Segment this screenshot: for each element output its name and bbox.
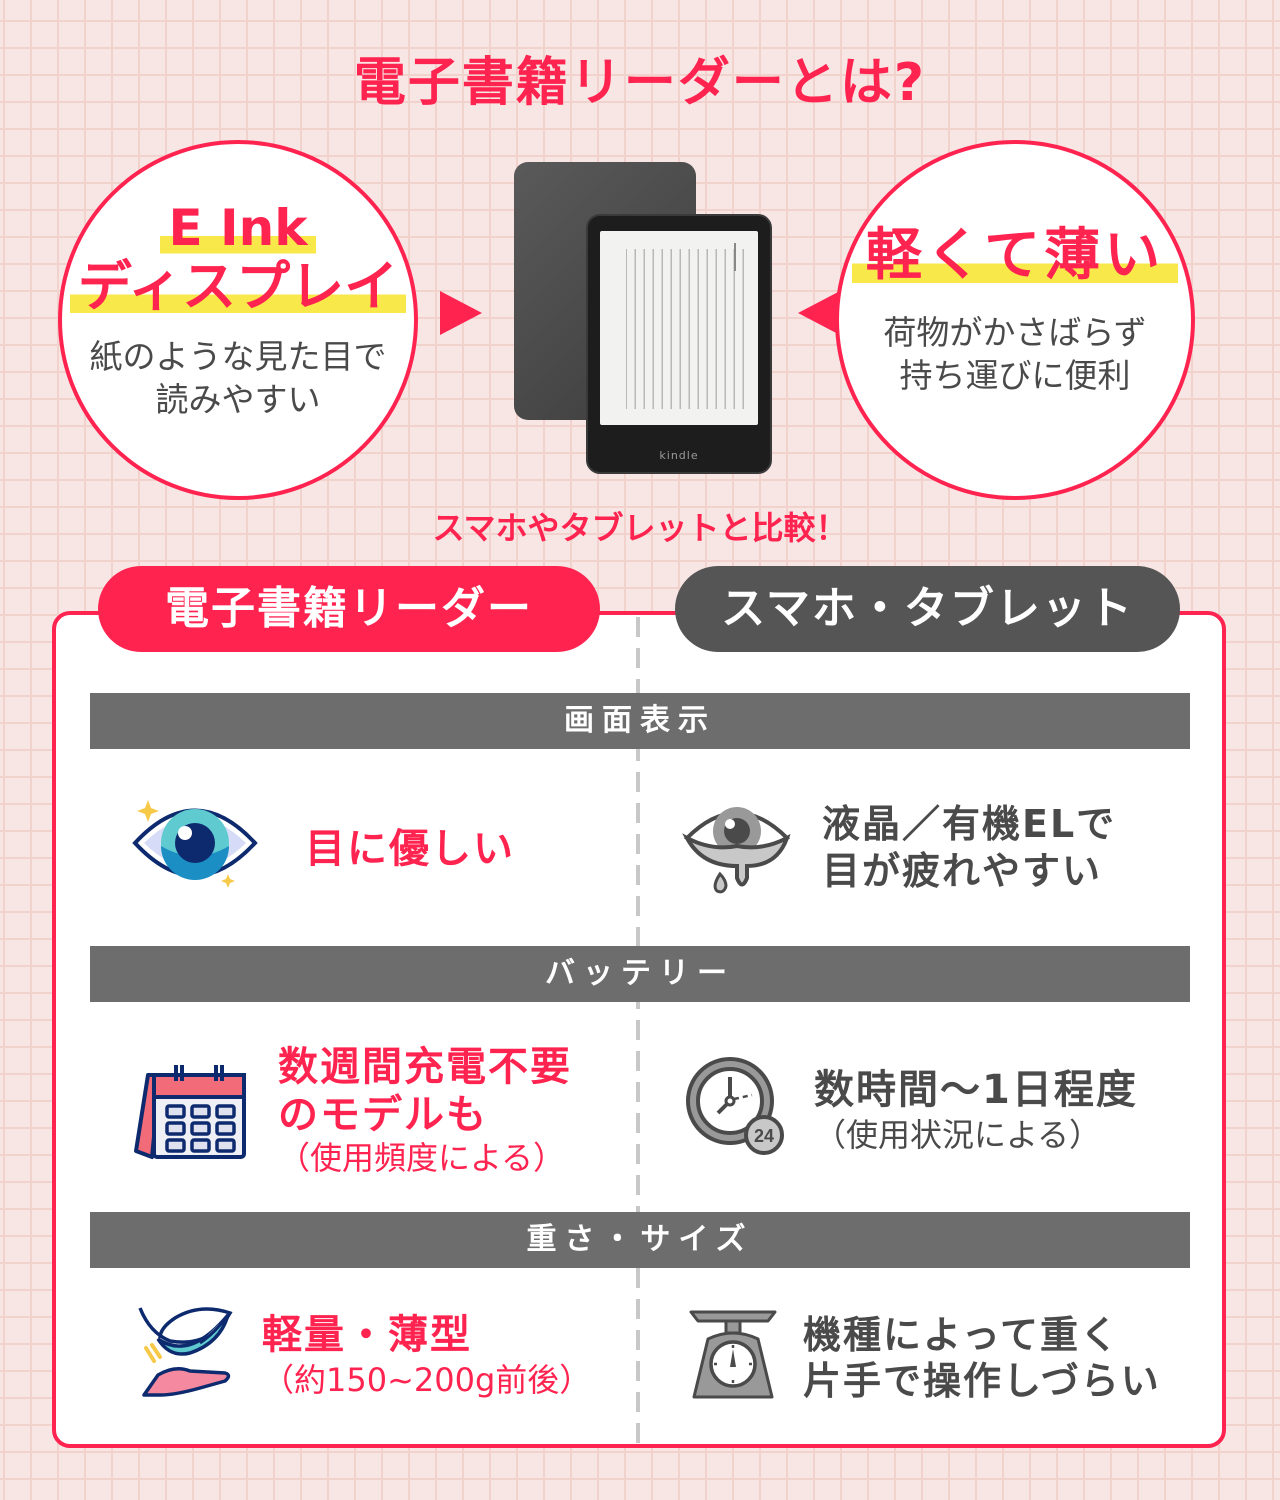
eye-sparkle-icon	[130, 788, 260, 902]
feature-bubble-eink: E Ink ディスプレイ 紙のような見た目で 読みやすい	[58, 140, 418, 500]
kindle-brand-label: kindle	[659, 449, 699, 462]
tired-eye-icon	[682, 796, 792, 900]
cell-smartphone-weight: 機種によって重く 片手で操作しづらい	[688, 1308, 1161, 1408]
cell-ereader-battery-line-1: 数週間充電不要	[278, 1043, 572, 1090]
cell-smartphone-screen-line-1: 液晶／有機ELで	[822, 802, 1117, 847]
cell-ereader-screen: 目に優しい	[130, 790, 515, 900]
category-weight-size: 重さ・サイズ	[90, 1212, 1190, 1268]
cell-ereader-battery: 数週間充電不要 のモデルも （使用頻度による）	[130, 1040, 572, 1180]
feature-light-desc-2: 持ち運びに便利	[899, 355, 1131, 395]
cell-smartphone-screen: 液晶／有機ELで 目が疲れやすい	[682, 795, 1116, 900]
kindle-device-image: kindle	[512, 162, 774, 474]
svg-text:24: 24	[754, 1126, 774, 1146]
feature-eink-desc-2: 読みやすい	[155, 379, 321, 419]
cell-ereader-weight: 軽量・薄型 （約150~200g前後）	[130, 1305, 591, 1405]
cell-ereader-battery-text: 数週間充電不要 のモデルも （使用頻度による）	[278, 1043, 572, 1177]
cell-smartphone-weight-line-1: 機種によって重く	[803, 1312, 1120, 1357]
cell-ereader-weight-text: 軽量・薄型 （約150~200g前後）	[262, 1310, 591, 1400]
page-title: 電子書籍リーダーとは?	[353, 53, 927, 113]
feature-eink-headline-2: ディスプレイ	[69, 255, 407, 319]
cell-ereader-battery-note: （使用頻度による）	[278, 1138, 566, 1177]
cell-smartphone-battery-text: 数時間〜1日程度 （使用状況による）	[814, 1065, 1138, 1155]
category-battery: バッテリー	[90, 946, 1190, 1002]
cell-ereader-weight-note: （約150~200g前後）	[262, 1361, 592, 1399]
cell-smartphone-battery: 24 数時間〜1日程度 （使用状況による）	[682, 1055, 1138, 1165]
comparison-lead-text: スマホやタブレットと比較！	[432, 509, 848, 547]
feature-light-headline: 軽くて薄い	[851, 223, 1179, 289]
kindle-screen	[600, 231, 758, 425]
cell-smartphone-battery-note: （使用状況による）	[814, 1116, 1102, 1154]
feature-bubble-light-thin: 軽くて薄い 荷物がかさばらず 持ち運びに便利	[835, 140, 1195, 500]
feature-eink-desc-1: 紙のような見た目で	[89, 337, 387, 376]
cell-smartphone-battery-line-1: 数時間〜1日程度	[814, 1067, 1138, 1113]
calendar-icon	[130, 1053, 250, 1167]
column-divider	[636, 617, 640, 1443]
cell-smartphone-weight-line-2: 片手で操作しづらい	[803, 1359, 1161, 1403]
column-header-ereader: 電子書籍リーダー	[98, 566, 600, 652]
scale-icon	[688, 1309, 778, 1408]
cell-smartphone-screen-line-2: 目が疲れやすい	[822, 848, 1103, 893]
cell-ereader-weight-line-1: 軽量・薄型	[262, 1312, 472, 1358]
cell-ereader-battery-line-2: のモデルも	[278, 1091, 488, 1138]
cell-smartphone-weight-text: 機種によって重く 片手で操作しづらい	[803, 1312, 1161, 1405]
clock-24-icon: 24	[682, 1053, 792, 1167]
cell-ereader-screen-text: 目に優しい	[305, 826, 515, 872]
feature-light-desc-1: 荷物がかさばらず	[883, 313, 1147, 352]
category-screen-display: 画面表示	[90, 693, 1190, 749]
cell-smartphone-screen-text: 液晶／有機ELで 目が疲れやすい	[822, 801, 1116, 894]
feather-hand-icon	[130, 1303, 240, 1407]
column-header-smartphone-tablet: スマホ・タブレット	[675, 566, 1180, 652]
pointer-arrow-left-icon	[798, 291, 840, 335]
feature-eink-headline-1: E Ink	[160, 199, 316, 258]
kindle-front: kindle	[586, 214, 772, 474]
pointer-arrow-right-icon	[440, 291, 482, 335]
